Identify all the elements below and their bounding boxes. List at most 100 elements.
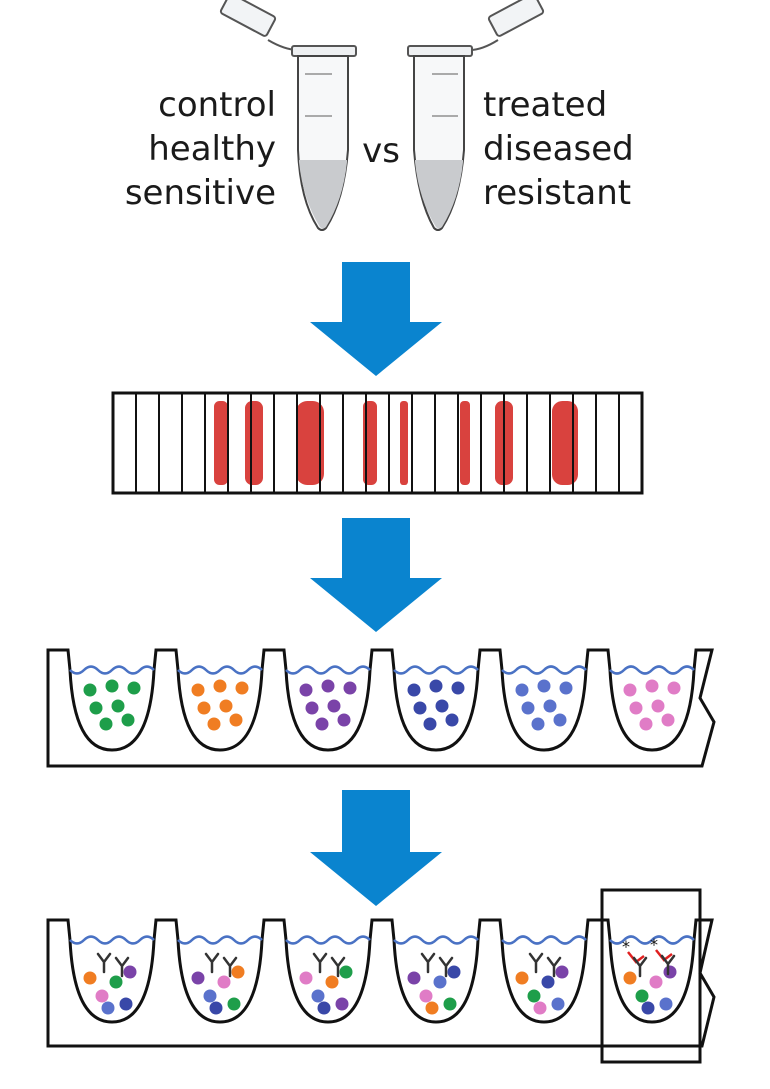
antigen-plate xyxy=(46,648,716,768)
liquid-surface xyxy=(69,935,155,945)
pink-protein-dot xyxy=(95,989,109,1003)
pink-protein-dot xyxy=(645,679,659,693)
purple-protein-dot xyxy=(337,713,351,727)
well-5 xyxy=(515,952,569,1015)
well-1 xyxy=(83,952,137,1015)
orange-protein-dot xyxy=(235,681,249,695)
purple-protein-dot xyxy=(191,971,205,985)
well-2 xyxy=(191,679,249,731)
navy-protein-dot xyxy=(423,717,437,731)
purple-protein-dot xyxy=(343,681,357,695)
pink-protein-dot xyxy=(623,683,637,697)
well-6: ** xyxy=(622,935,677,1015)
orange-protein-dot xyxy=(623,971,637,985)
orange-protein-dot xyxy=(229,713,243,727)
orange-protein-dot xyxy=(83,971,97,985)
right-label-line-2: diseased xyxy=(483,129,634,169)
tube-rim xyxy=(291,45,357,57)
navy-protein-dot xyxy=(209,1001,223,1015)
green-protein-dot xyxy=(121,713,135,727)
blue-protein-dot xyxy=(659,997,673,1011)
treated-tube xyxy=(407,0,545,231)
liquid-surface xyxy=(177,665,263,675)
antibody-icon xyxy=(204,952,220,974)
well-4 xyxy=(407,952,461,1015)
green-protein-dot xyxy=(99,717,113,731)
navy-protein-dot xyxy=(413,701,427,715)
blue-protein-dot xyxy=(551,997,565,1011)
navy-protein-dot xyxy=(451,681,465,695)
well-2 xyxy=(191,952,245,1015)
purple-protein-dot xyxy=(335,997,349,1011)
antibody-icon xyxy=(96,952,112,974)
orange-protein-dot xyxy=(515,971,529,985)
vs-label: vs xyxy=(362,131,400,171)
gel-bands xyxy=(214,401,578,485)
purple-protein-dot xyxy=(123,965,137,979)
pink-protein-dot xyxy=(629,701,643,715)
binding-marker: * xyxy=(650,935,658,954)
well-4 xyxy=(407,679,465,731)
well-3 xyxy=(299,952,353,1015)
navy-protein-dot xyxy=(445,713,459,727)
antibody-icon xyxy=(528,952,544,974)
liquid-surface xyxy=(609,935,695,945)
navy-protein-dot xyxy=(429,679,443,693)
gel-band xyxy=(400,401,408,485)
antibody-icon xyxy=(632,956,648,978)
liquid-surface xyxy=(177,935,263,945)
liquid-surface xyxy=(609,665,695,675)
plate-outline xyxy=(46,648,716,768)
antibody-icon xyxy=(114,956,130,978)
purple-protein-dot xyxy=(299,683,313,697)
blue-protein-dot xyxy=(521,701,535,715)
pink-protein-dot xyxy=(651,699,665,713)
tube-hinge xyxy=(469,39,499,51)
navy-protein-dot xyxy=(317,1001,331,1015)
blue-protein-dot xyxy=(543,699,557,713)
liquid-surface xyxy=(285,665,371,675)
blue-protein-dot xyxy=(553,713,567,727)
purple-protein-dot xyxy=(327,699,341,713)
green-protein-dot xyxy=(527,989,541,1003)
orange-protein-dot xyxy=(231,965,245,979)
well-6 xyxy=(623,679,681,731)
pink-protein-dot xyxy=(667,681,681,695)
liquid-surface xyxy=(501,935,587,945)
pink-protein-dot xyxy=(419,989,433,1003)
gel-band xyxy=(245,401,263,485)
green-protein-dot xyxy=(83,683,97,697)
highlight-box xyxy=(600,888,702,1064)
navy-protein-dot xyxy=(541,975,555,989)
purple-protein-dot xyxy=(315,717,329,731)
green-protein-dot xyxy=(443,997,457,1011)
orange-protein-dot xyxy=(219,699,233,713)
green-protein-dot xyxy=(635,989,649,1003)
plate-outline xyxy=(46,918,716,1048)
orange-protein-dot xyxy=(207,717,221,731)
orange-protein-dot xyxy=(197,701,211,715)
antibody-plate: ** xyxy=(46,918,716,1048)
green-protein-dot xyxy=(111,699,125,713)
right-label-line-1: treated xyxy=(483,85,607,125)
green-protein-dot xyxy=(339,965,353,979)
down-arrow-3 xyxy=(310,790,442,906)
antibody-icon xyxy=(660,954,676,976)
left-label-line-2: healthy xyxy=(148,129,276,169)
purple-protein-dot xyxy=(305,701,319,715)
pink-protein-dot xyxy=(533,1001,547,1015)
green-protein-dot xyxy=(109,975,123,989)
pink-protein-dot xyxy=(639,717,653,731)
tube-cap xyxy=(219,0,277,37)
antibody-icon xyxy=(312,952,328,974)
gel-lanes xyxy=(135,393,620,493)
control-tube xyxy=(219,0,357,231)
navy-protein-dot xyxy=(447,965,461,979)
antibody-icon xyxy=(420,952,436,974)
blue-protein-dot xyxy=(559,681,573,695)
green-protein-dot xyxy=(127,681,141,695)
navy-protein-dot xyxy=(435,699,449,713)
purple-protein-dot xyxy=(663,965,677,979)
gel-band xyxy=(552,401,578,485)
pink-protein-dot xyxy=(299,971,313,985)
